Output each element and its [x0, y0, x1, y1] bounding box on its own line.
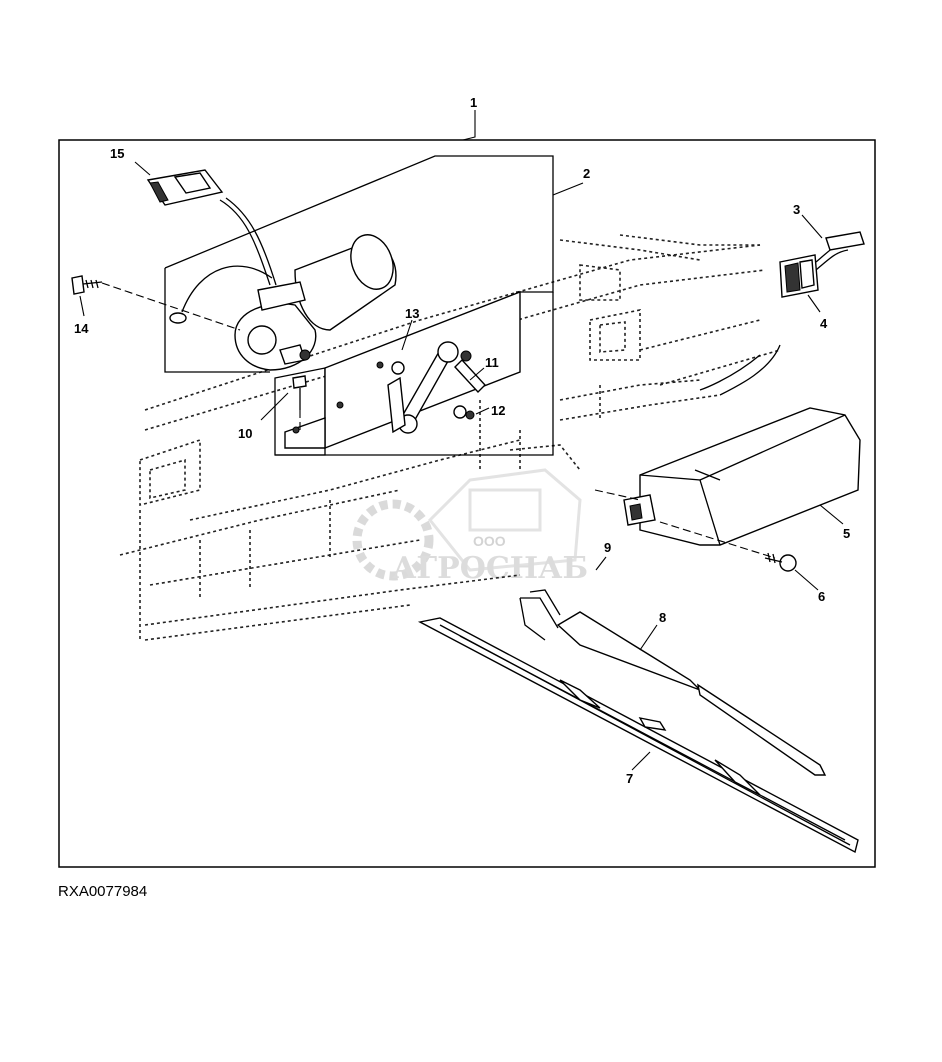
bolt-14 — [71, 275, 103, 295]
screw-6 — [764, 552, 797, 572]
bolt-10 — [292, 375, 307, 410]
callout-13: 13 — [405, 306, 419, 321]
leader-lines — [79, 110, 844, 771]
wiper-arm-8 — [519, 589, 827, 776]
callout-labels: 1 2 3 4 5 6 7 8 9 10 11 12 13 14 15 — [74, 95, 850, 786]
callout-14: 14 — [74, 321, 89, 336]
callout-9: 9 — [604, 540, 611, 555]
callout-2: 2 — [583, 166, 590, 181]
figure-reference-code: RXA0077984 — [58, 883, 148, 900]
figure-frame — [58, 139, 876, 868]
callout-11: 11 — [485, 355, 499, 370]
mounting-bracket — [274, 290, 554, 456]
wiper-blade-7 — [417, 617, 859, 854]
callout-3: 3 — [793, 202, 800, 217]
callout-8: 8 — [659, 610, 666, 625]
callout-12: 12 — [491, 403, 505, 418]
motor-panel — [164, 155, 554, 373]
callout-5: 5 — [843, 526, 850, 541]
callout-15: 15 — [110, 146, 124, 161]
callout-7: 7 — [626, 771, 633, 786]
callout-6: 6 — [818, 589, 825, 604]
watermark: ООО АГРОСНАБ — [352, 468, 588, 586]
watermark-prefix: ООО — [473, 533, 506, 549]
watermark-name: АГРОСНАБ — [392, 551, 588, 586]
washer-reservoir-5 — [623, 407, 861, 546]
callout-1: 1 — [470, 95, 477, 110]
callout-4: 4 — [820, 316, 828, 331]
connector-15 — [146, 169, 224, 206]
wiper-motor — [234, 234, 397, 371]
motor-harness — [169, 197, 277, 324]
switch-4 — [779, 231, 865, 298]
callout-10: 10 — [238, 426, 252, 441]
wiper-linkage — [387, 341, 486, 434]
